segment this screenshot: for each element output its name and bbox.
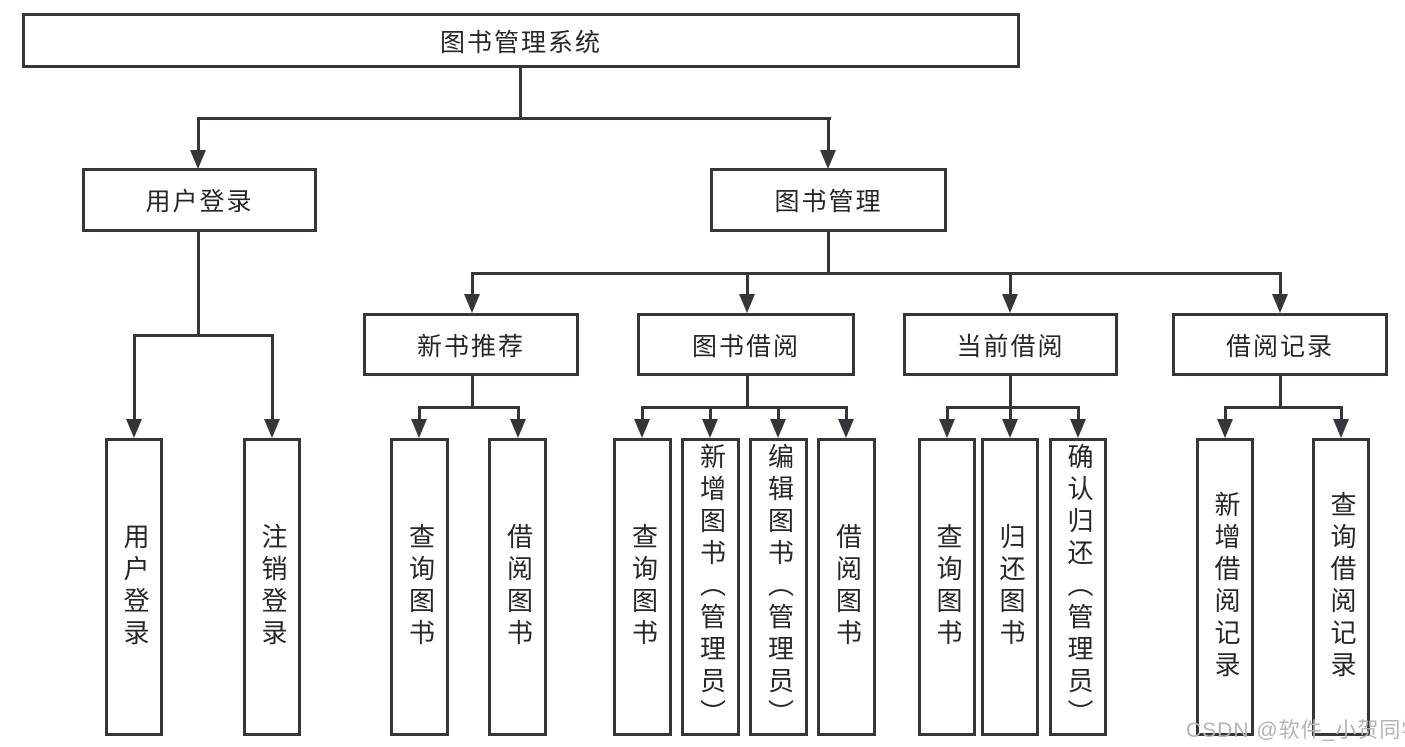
arrow-down-icon xyxy=(1333,419,1349,438)
leaf-label: 查询图书 xyxy=(932,523,963,651)
connector-line xyxy=(1009,406,1012,421)
node-book-management: 图书管理 xyxy=(710,168,947,232)
connector-line xyxy=(197,117,200,153)
connector-line xyxy=(641,406,644,421)
arrow-down-icon xyxy=(264,419,280,438)
leaf-label: 查询图书 xyxy=(405,523,436,651)
connector-line xyxy=(197,232,200,337)
connector-line xyxy=(471,272,474,296)
connector-line xyxy=(827,117,830,153)
arrow-down-icon xyxy=(190,150,206,169)
connector-line xyxy=(1077,406,1080,421)
connector-line xyxy=(471,272,1282,275)
arrow-down-icon xyxy=(464,294,480,313)
leaf-query-books: 查询图书 xyxy=(918,438,976,736)
leaf-confirm-return-admin: 确认归还（管理员） xyxy=(1049,438,1107,736)
connector-line xyxy=(746,376,749,409)
connector-line xyxy=(1009,376,1012,409)
connector-line xyxy=(946,406,1080,409)
leaf-user-login: 用户登录 xyxy=(105,438,163,736)
connector-line xyxy=(133,334,274,337)
arrow-down-icon xyxy=(1217,419,1233,438)
leaf-label: 注销登录 xyxy=(257,523,288,651)
leaf-edit-books-admin: 编辑图书（管理员） xyxy=(749,438,808,736)
arrow-down-icon xyxy=(820,150,836,169)
leaf-query-borrow-record: 查询借阅记录 xyxy=(1312,438,1370,736)
node-label: 当前借阅 xyxy=(956,332,1065,361)
connector-line xyxy=(1279,272,1282,296)
connector-line xyxy=(827,232,830,275)
connector-line xyxy=(519,68,522,119)
connector-line xyxy=(1009,272,1012,296)
connector-line xyxy=(271,334,274,420)
arrow-down-icon xyxy=(1070,419,1086,438)
arrow-down-icon xyxy=(702,419,718,438)
leaf-label: 确认归还（管理员） xyxy=(1063,443,1094,731)
arrow-down-icon xyxy=(1272,294,1288,313)
leaf-borrow-books: 借阅图书 xyxy=(488,438,547,736)
node-borrowing-records: 借阅记录 xyxy=(1172,313,1388,376)
connector-line xyxy=(709,406,712,421)
leaf-label: 查询图书 xyxy=(628,523,659,651)
connector-line xyxy=(1279,376,1282,409)
arrow-down-icon xyxy=(838,419,854,438)
leaf-add-borrow-record: 新增借阅记录 xyxy=(1196,438,1254,736)
leaf-query-books: 查询图书 xyxy=(390,438,449,736)
connector-line xyxy=(1224,406,1342,409)
connector-line xyxy=(946,406,949,421)
leaf-logout: 注销登录 xyxy=(243,438,301,736)
connector-line xyxy=(746,272,749,296)
arrow-down-icon xyxy=(411,419,427,438)
node-label: 图书借阅 xyxy=(691,332,800,361)
arrow-down-icon xyxy=(1002,294,1018,313)
connector-line xyxy=(1224,406,1227,421)
connector-line xyxy=(418,406,421,421)
leaf-query-books: 查询图书 xyxy=(613,438,672,736)
leaf-label: 新增借阅记录 xyxy=(1210,491,1241,683)
connector-line xyxy=(418,406,520,409)
node-label: 图书管理系统 xyxy=(439,28,602,57)
leaf-label: 编辑图书（管理员） xyxy=(764,443,795,731)
arrow-down-icon xyxy=(739,294,755,313)
arrow-down-icon xyxy=(1002,419,1018,438)
watermark: CSDN @软件_小贺同学 xyxy=(1186,719,1405,742)
connector-line xyxy=(641,406,848,409)
node-library-management-system: 图书管理系统 xyxy=(22,13,1020,68)
leaf-label: 用户登录 xyxy=(119,523,150,651)
connector-line xyxy=(471,376,474,409)
node-label: 图书管理 xyxy=(774,188,883,216)
arrow-down-icon xyxy=(939,419,955,438)
leaf-label: 借阅图书 xyxy=(832,523,863,651)
leaf-label: 查询借阅记录 xyxy=(1326,491,1357,683)
leaf-label: 借阅图书 xyxy=(503,523,534,651)
node-current-borrowing: 当前借阅 xyxy=(903,313,1118,376)
connector-line xyxy=(1340,406,1343,421)
connector-line xyxy=(517,406,520,421)
arrow-down-icon xyxy=(510,419,526,438)
node-label: 新书推荐 xyxy=(416,332,525,361)
node-label: 用户登录 xyxy=(145,188,254,216)
arrow-down-icon xyxy=(126,419,142,438)
arrow-down-icon xyxy=(770,419,786,438)
leaf-label: 归还图书 xyxy=(995,523,1026,651)
connector-line xyxy=(845,406,848,421)
connector-line xyxy=(133,334,136,420)
leaf-borrow-books: 借阅图书 xyxy=(817,438,876,736)
connector-line xyxy=(777,406,780,421)
leaf-add-books-admin: 新增图书（管理员） xyxy=(681,438,740,736)
node-user-login: 用户登录 xyxy=(82,168,317,232)
leaf-label: 新增图书（管理员） xyxy=(696,443,727,731)
leaf-return-books: 归还图书 xyxy=(981,438,1039,736)
arrow-down-icon xyxy=(634,419,650,438)
node-book-borrowing: 图书借阅 xyxy=(637,313,855,376)
node-label: 借阅记录 xyxy=(1225,332,1334,361)
node-new-book-recommendation: 新书推荐 xyxy=(363,313,579,376)
connector-line xyxy=(197,117,831,120)
